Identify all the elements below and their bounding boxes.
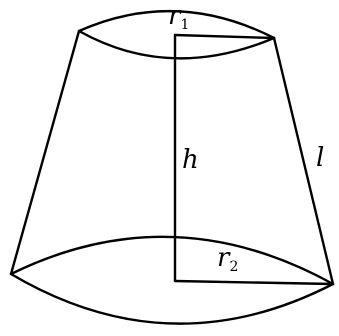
top-radius-label: r1 bbox=[168, 1, 189, 33]
left-side-edge bbox=[9, 29, 81, 276]
bottom-radius-line bbox=[173, 279, 335, 286]
slant-label: l bbox=[316, 143, 324, 173]
top-ellipse-back-arc bbox=[77, 9, 276, 40]
height-label: h bbox=[182, 145, 199, 175]
bottom-ellipse-back-arc bbox=[9, 235, 335, 286]
bottom-ellipse-front-arc bbox=[9, 272, 335, 325]
top-ellipse-front-arc bbox=[77, 29, 276, 60]
bottom-radius-label: r2 bbox=[217, 243, 238, 275]
top-radius-line bbox=[173, 33, 276, 40]
right-side-edge bbox=[272, 36, 335, 286]
